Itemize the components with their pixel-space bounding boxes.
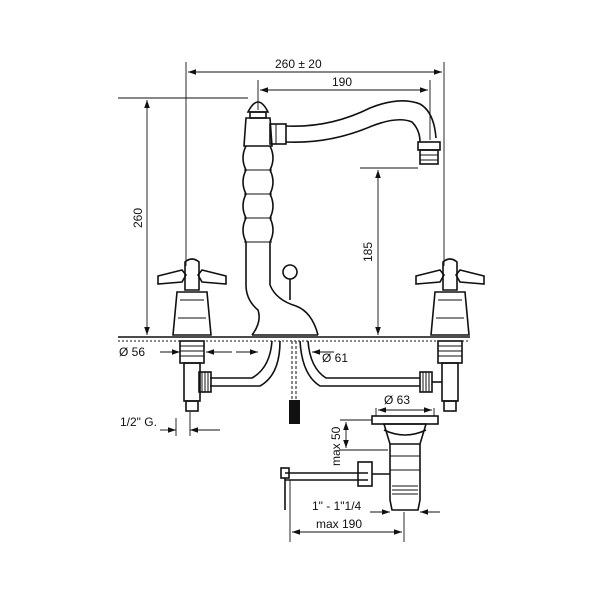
overall-width-dimension <box>185 62 445 266</box>
popup-linkage <box>280 341 368 510</box>
total-height-dimension <box>118 97 248 335</box>
spout-reach-dimension <box>257 80 431 140</box>
waste-depth-dimension <box>340 419 388 451</box>
spout-hole-label: Ø 61 <box>322 351 348 365</box>
total-height-label: 260 <box>131 208 145 228</box>
inlet-thread-dimension <box>160 412 220 436</box>
spout-reach-label: 190 <box>332 75 352 89</box>
rod-length-label: max 190 <box>316 517 362 531</box>
spout-height-label: 185 <box>361 242 375 262</box>
left-cross-handle-valve <box>157 258 227 412</box>
supply-hoses <box>198 340 442 393</box>
right-cross-handle-valve <box>415 258 485 412</box>
overall-width-label: 260 ± 20 <box>275 57 322 71</box>
inlet-thread-label: 1/2" G. <box>120 415 157 429</box>
waste-diameter-label: Ø 63 <box>384 393 410 407</box>
waste-thread-label: 1" - 1"1/4 <box>312 499 362 513</box>
spout-height-dimension <box>360 167 418 335</box>
waste-depth-label: max 50 <box>329 426 343 466</box>
handle-hole-label: Ø 56 <box>119 345 145 359</box>
popup-waste <box>357 415 439 511</box>
spout-body <box>242 100 441 336</box>
rod-length-dimension <box>289 480 405 542</box>
waste-diameter-dimension <box>375 407 435 416</box>
